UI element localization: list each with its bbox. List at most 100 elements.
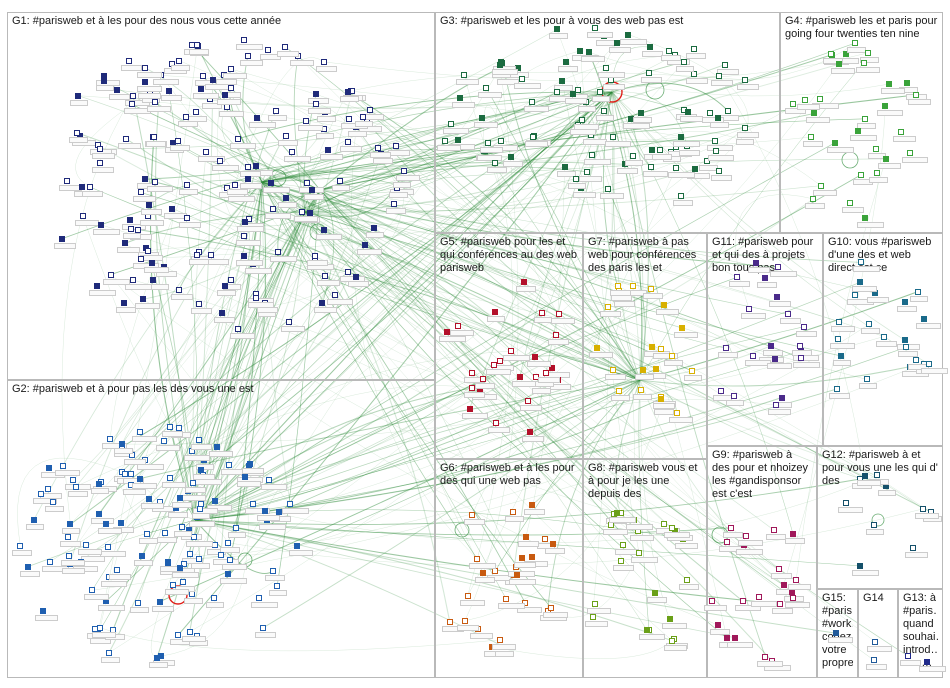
node-label-plate — [600, 311, 622, 317]
node-label-plate — [161, 431, 183, 438]
group-title-g3: G3: #parisweb et les pour à vous des web… — [440, 15, 684, 27]
node-g1-104 — [188, 41, 195, 48]
node-label-plate — [184, 486, 206, 493]
node-g4-348 — [904, 80, 911, 86]
node-label-plate — [98, 604, 126, 611]
node-g3-292 — [591, 25, 598, 31]
node-g1-117 — [319, 300, 326, 306]
node-g2-239 — [60, 462, 67, 469]
node-g1-134 — [73, 129, 80, 136]
node-g1-7 — [107, 271, 114, 278]
node-label-plate — [664, 644, 688, 651]
node-g1-64 — [208, 252, 215, 259]
node-label-plate — [877, 110, 904, 117]
node-g5-398 — [479, 375, 486, 382]
node-g2-212 — [181, 561, 188, 568]
node-g2-154 — [266, 477, 273, 484]
node-g3-277 — [604, 186, 611, 193]
node-label-plate — [388, 191, 408, 198]
node-g1-114 — [121, 240, 128, 247]
node-label-plate — [902, 157, 929, 164]
node-label-plate — [129, 606, 149, 613]
node-label-plate — [503, 355, 531, 361]
node-label-plate — [857, 122, 877, 129]
node-g1-149 — [313, 100, 320, 107]
node-label-plate — [193, 474, 216, 480]
node-label-plate — [201, 102, 222, 109]
node-label-plate — [140, 220, 165, 227]
node-label-plate — [591, 95, 610, 102]
node-g2-201 — [45, 464, 52, 471]
node-label-plate — [741, 312, 766, 319]
node-label-plate — [251, 601, 278, 608]
node-label-plate — [190, 562, 210, 569]
node-label-plate — [294, 216, 319, 222]
node-g3-338 — [645, 70, 652, 77]
node-label-plate — [769, 300, 792, 307]
node-label-plate — [183, 454, 210, 461]
node-label-plate — [908, 98, 932, 105]
node-label-plate — [880, 88, 905, 95]
node-g2-251 — [50, 499, 56, 506]
node-g1-21 — [307, 210, 314, 217]
node-g1-148 — [97, 159, 103, 166]
node-label-plate — [156, 444, 181, 451]
node-label-plate — [849, 134, 877, 141]
node-label-plate — [507, 570, 535, 577]
node-label-plate — [599, 193, 624, 200]
node-g5-396 — [491, 308, 498, 315]
node-label-plate — [515, 286, 536, 292]
node-label-plate — [709, 122, 729, 129]
node-g11-427 — [796, 342, 803, 349]
node-g1-34 — [128, 101, 135, 108]
node-label-plate — [62, 528, 81, 535]
node-g2-188 — [191, 534, 198, 540]
node-g11-422 — [800, 323, 807, 330]
node-label-plate — [244, 268, 272, 275]
node-g3-336 — [569, 91, 576, 98]
node-label-plate — [708, 154, 735, 161]
node-g2-197 — [256, 594, 262, 601]
node-g3-343 — [529, 134, 536, 141]
node-label-plate — [491, 643, 516, 650]
node-g2-208 — [104, 543, 111, 550]
node-label-plate — [138, 92, 162, 99]
node-g3-305 — [721, 61, 728, 68]
node-label-plate — [605, 141, 632, 147]
group-box-g15: G15: #paris… #work… codez votre propre… — [817, 589, 858, 678]
node-g11-429 — [778, 394, 785, 401]
node-g7-411 — [593, 345, 600, 352]
node-label-plate — [608, 46, 631, 53]
node-label-plate — [90, 637, 111, 644]
node-g1-25 — [145, 247, 151, 254]
node-label-plate — [802, 141, 823, 148]
group-title-g9: G9: #parisweb à des pour et nhoizey les … — [712, 449, 809, 500]
node-label-plate — [77, 549, 102, 556]
node-label-plate — [767, 363, 793, 369]
node-label-plate — [96, 79, 121, 86]
node-g7-407 — [616, 388, 622, 395]
node-label-plate — [736, 83, 759, 90]
node-label-plate — [100, 580, 127, 587]
node-label-plate — [865, 529, 884, 536]
node-label-plate — [265, 212, 292, 219]
node-label-plate — [258, 524, 286, 531]
node-g10-455 — [912, 356, 919, 363]
node-g2-184 — [136, 428, 143, 435]
node-g6-477 — [522, 534, 529, 541]
node-g1-66 — [370, 224, 377, 231]
node-g1-8 — [203, 149, 210, 155]
group-box-g14: G14 — [858, 589, 898, 678]
node-label-plate — [149, 661, 169, 668]
node-label-plate — [522, 436, 545, 442]
group-title-g12: G12: #parisweb à et pour vous une les qu… — [822, 449, 938, 487]
node-g1-102 — [245, 175, 252, 182]
node-g8-508 — [684, 577, 691, 584]
node-label-plate — [652, 402, 675, 409]
node-label-plate — [19, 570, 40, 577]
node-g1-24 — [253, 163, 260, 169]
node-label-plate — [763, 349, 784, 356]
node-g5-390 — [516, 373, 523, 380]
node-g12-536 — [874, 472, 880, 479]
node-g11-423 — [752, 260, 759, 267]
